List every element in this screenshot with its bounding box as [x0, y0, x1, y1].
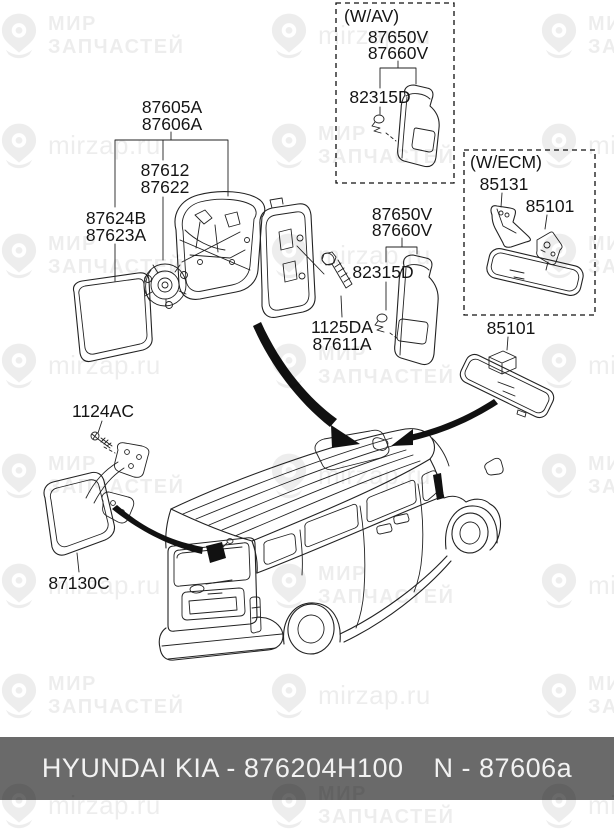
part-label-87605a: 87605A	[142, 97, 203, 117]
marker-aux-mirror	[206, 542, 226, 563]
van-sliding-door-window	[304, 503, 359, 548]
part-label-87660v: 87660V	[372, 220, 433, 240]
van-rear-wheel-arch	[283, 602, 341, 645]
part-labels: 87605A 87606A 87612 87622 87624B 87623A …	[48, 6, 574, 593]
arrow-door-mirror	[253, 322, 337, 427]
marker-aux-hole	[226, 538, 234, 544]
aux-mirror-drawing	[43, 442, 150, 556]
part-label-1125da: 1125DA	[311, 317, 373, 337]
part-label-87606a: 87606A	[142, 114, 203, 134]
van-door-seams	[299, 483, 424, 629]
inside-mirror-drawing	[459, 350, 555, 419]
van-logo	[189, 584, 205, 594]
arrow-aux-mirror	[112, 505, 203, 554]
van-far-mirror	[431, 437, 504, 476]
van-rear-bumper	[158, 616, 284, 661]
mirror-cover-av-drawing	[397, 84, 440, 168]
van-rear-hatch	[167, 537, 258, 632]
part-label-87612: 87612	[141, 160, 190, 180]
part-label-82315d-av: 82315D	[349, 87, 410, 107]
part-label-82315d: 82315D	[352, 262, 413, 282]
mirror-cover-drawing	[394, 254, 439, 366]
footer-ref-code: N - 87606a	[433, 753, 573, 783]
van-sunroof	[314, 429, 390, 471]
footer-bar: HYUNDAI KIA - 876204H100 N - 87606a	[0, 737, 614, 800]
van-roof-near-edge	[251, 458, 431, 542]
van-beltline	[256, 496, 442, 574]
van-front-wheel	[451, 512, 489, 554]
van-bumper-step	[161, 633, 283, 660]
van-roof-far-edge	[170, 428, 436, 510]
part-label-87624b: 87624B	[86, 208, 146, 228]
van-front-door-window	[366, 479, 417, 523]
part-label-87130c: 87130C	[48, 573, 109, 593]
part-label-85101-ecm: 85101	[526, 196, 575, 216]
van-roof-ribs	[182, 437, 421, 537]
van-taillight	[249, 596, 262, 634]
retainer-clip-av-drawing	[371, 114, 385, 134]
van-drawing	[158, 428, 504, 661]
van-front-end	[429, 458, 502, 551]
part-label-87650v: 87650V	[372, 204, 433, 224]
retainer-clip-drawing	[374, 313, 388, 333]
wecm-option-box	[463, 149, 596, 316]
van-quarter-window	[263, 533, 297, 565]
part-label-87650v-av: 87650V	[368, 27, 429, 47]
mounting-bracket-drawing	[259, 197, 316, 318]
location-arrows	[112, 322, 498, 563]
part-label-85131: 85131	[480, 174, 529, 194]
marker-door-mirror	[433, 473, 444, 500]
mirror-glass-drawing	[72, 272, 153, 363]
part-label-85101: 85101	[487, 318, 536, 338]
van-license-recess	[181, 587, 246, 621]
wav-option-box	[335, 2, 455, 184]
part-label-87611a: 87611A	[312, 334, 371, 354]
arrow-inside-mirror-head	[391, 429, 413, 446]
van-rear-window	[173, 542, 251, 587]
option-label-wav: (W/AV)	[344, 6, 399, 26]
van-rear-wheel	[287, 603, 335, 655]
arrow-door-mirror-head	[331, 425, 360, 448]
part-label-87622: 87622	[141, 177, 190, 197]
van-front-wheel-arch	[445, 505, 498, 550]
parts-diagram: 87605A 87606A 87612 87622 87624B 87623A …	[43, 2, 596, 661]
part-label-87623a: 87623A	[86, 225, 147, 245]
van-door-handles	[376, 513, 410, 535]
van-sill	[339, 555, 452, 643]
ecm-wire-cover-drawing	[490, 205, 531, 248]
van-c-pillar	[251, 540, 258, 574]
mirror-housing-drawing	[174, 191, 266, 300]
inside-mirror-ecm-drawing	[486, 248, 584, 296]
part-label-87660v-av: 87660V	[368, 43, 429, 63]
bolt-drawing	[321, 251, 353, 289]
aux-mirror-screw-drawing	[90, 431, 113, 449]
part-label-1124ac: 1124AC	[72, 401, 134, 421]
footer-assembly-code: HYUNDAI KIA - 876204H100	[41, 753, 404, 783]
van-rear-wiper	[205, 579, 233, 585]
arrow-inside-mirror	[405, 399, 498, 442]
option-label-wecm: (W/ECM)	[470, 152, 542, 172]
